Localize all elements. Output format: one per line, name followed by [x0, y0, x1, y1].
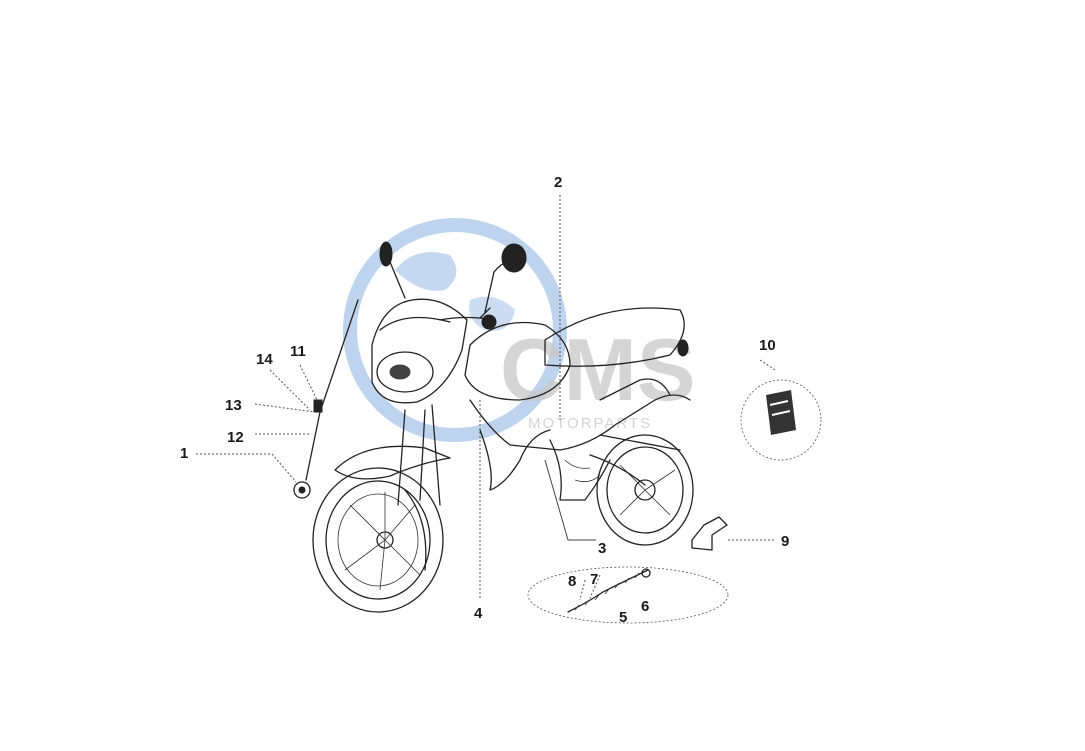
watermark-globe-land: [469, 296, 515, 331]
decal-part-10: [740, 379, 822, 461]
watermark-globe-ring: [343, 218, 567, 442]
engine-frame: [469, 378, 691, 501]
mirrors: [379, 241, 527, 313]
seat: [544, 307, 685, 367]
callout-1: 1: [180, 445, 188, 462]
callout-9: 9: [781, 533, 789, 550]
tail-light: [677, 339, 689, 357]
callout-11: 11: [290, 343, 306, 360]
callout-12: 12: [227, 429, 244, 446]
callout-2: 2: [554, 174, 562, 191]
chain-detail: [527, 566, 729, 624]
fuel-tank: [464, 321, 571, 401]
front-fairing: [371, 298, 468, 404]
front-forks: [397, 404, 441, 506]
watermark-logo-text: CMS: [500, 320, 696, 419]
callout-5: 5: [619, 609, 627, 626]
callout-3: 3: [598, 540, 606, 557]
callout-labels: 1 2 3 4 5 6 7 8 9 10 11 12 13 14: [180, 174, 789, 626]
callout-13: 13: [225, 397, 242, 414]
callout-6: 6: [641, 598, 649, 615]
watermark-subtext: MOTORPARTS: [528, 415, 652, 432]
callout-4: 4: [474, 605, 483, 622]
rear-wheel: [596, 434, 694, 546]
handlebar-grip: [481, 314, 497, 330]
front-fender: [334, 445, 451, 480]
rod-assembly: [293, 299, 359, 499]
bracket-part-9: [691, 516, 728, 551]
watermark-logo: CMS MOTORPARTS: [343, 218, 696, 442]
swingarm: [589, 434, 681, 486]
motorcycle-drawing: [312, 241, 694, 613]
front-wheel: [312, 467, 444, 613]
callout-7: 7: [590, 571, 598, 588]
callout-14: 14: [256, 351, 273, 368]
leader-lines: [196, 195, 776, 601]
callout-8: 8: [568, 573, 576, 590]
rod-clip: [313, 399, 323, 413]
watermark-globe-land: [395, 252, 457, 291]
callout-10: 10: [759, 337, 776, 354]
